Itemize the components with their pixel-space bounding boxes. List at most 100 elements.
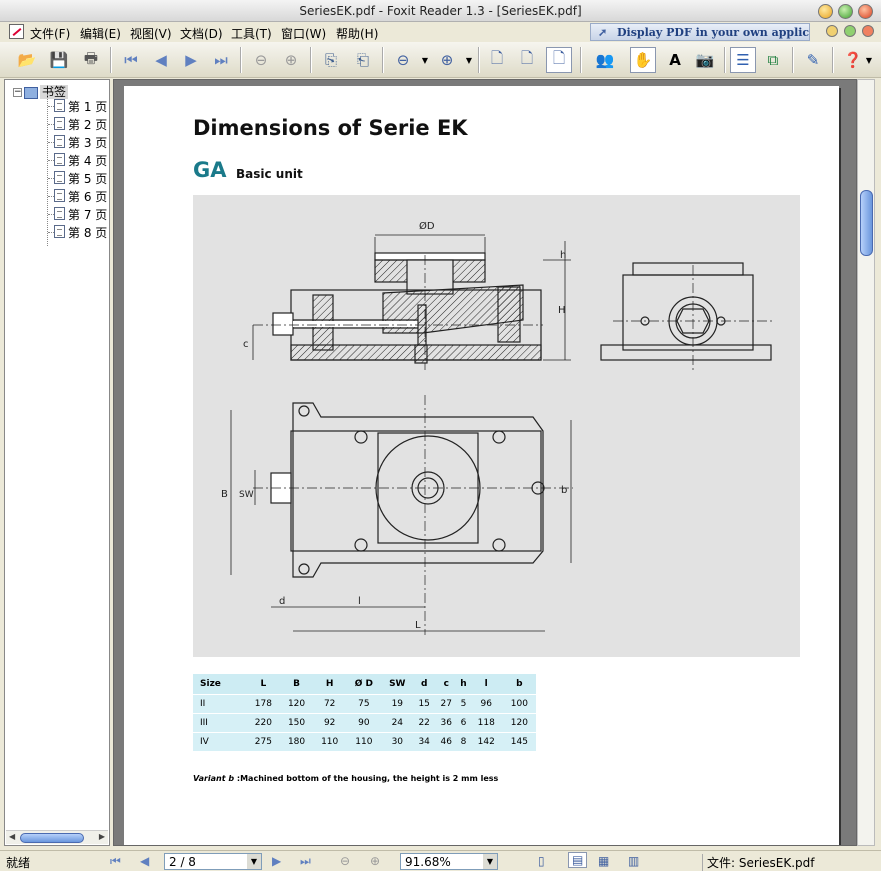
chevron-down-icon[interactable]: ▼ (483, 854, 497, 869)
help-dropdown-icon[interactable]: ▼ (865, 55, 873, 65)
doc-close-button[interactable] (862, 25, 874, 37)
sidebar-horizontal-scrollbar[interactable]: ◀ ▶ (6, 830, 108, 844)
chevron-down-icon[interactable]: ▼ (247, 854, 261, 869)
annotate-icon[interactable]: ✎ (806, 51, 820, 69)
ad-banner[interactable]: ➚Display PDF in your own applications (590, 23, 810, 41)
menu-tools[interactable]: 工具(T) (231, 27, 272, 41)
continuous-page-icon[interactable]: ▤ (568, 852, 588, 868)
title-bar: SeriesEK.pdf - Foxit Reader 1.3 - [Serie… (0, 0, 881, 22)
rotate-left-icon[interactable]: ⎘ (324, 51, 337, 69)
table-cell: 118 (469, 712, 503, 732)
table-cell: 36 (435, 712, 458, 732)
open-icon[interactable]: 📂 (17, 51, 37, 69)
fit-width-icon[interactable]: 🗋 (546, 47, 572, 73)
facing-pages-icon[interactable]: ▦ (598, 854, 610, 868)
bookmark-book-icon (24, 86, 38, 99)
table-cell: 92 (313, 712, 347, 732)
bookmark-item-label: 第 2 页 (68, 118, 108, 132)
scroll-right-icon[interactable]: ▶ (98, 832, 105, 841)
app-icon[interactable] (9, 24, 24, 39)
close-button[interactable] (858, 4, 873, 19)
pdf-page: Dimensions of Serie EK GA Basic unit (124, 86, 839, 845)
document-view[interactable]: Dimensions of Serie EK GA Basic unit (113, 79, 857, 846)
forward-icon[interactable]: ⊕ (284, 51, 298, 69)
back-icon[interactable]: ⊖ (340, 854, 351, 868)
table-cell: 120 (279, 693, 314, 713)
label-h: h (560, 250, 566, 261)
page-title: Dimensions of Serie EK (193, 116, 468, 140)
page-icon (54, 225, 65, 238)
page-icon (54, 207, 65, 220)
select-text-icon[interactable]: A (669, 51, 681, 69)
bookmark-root[interactable]: −书签 (13, 83, 69, 100)
rotate-right-icon[interactable]: ⎗ (356, 51, 369, 69)
continuous-facing-icon[interactable]: ▥ (628, 854, 640, 868)
status-file-name: 文件: SeriesEK.pdf (702, 854, 815, 871)
scroll-left-icon[interactable]: ◀ (9, 832, 16, 841)
menu-window[interactable]: 窗口(W) (281, 27, 327, 41)
bookmark-item-label: 第 6 页 (68, 190, 108, 204)
page-icon (54, 153, 65, 166)
variant-note: Variant b :Machined bottom of the housin… (193, 774, 498, 783)
menu-document[interactable]: 文档(D) (180, 27, 223, 41)
col-c: c (435, 674, 458, 694)
zoom-out-dropdown-icon[interactable]: ▼ (421, 55, 429, 65)
page-icon (54, 135, 65, 148)
last-page-icon[interactable]: ⏭ (300, 854, 311, 868)
table-cell: 110 (313, 731, 347, 751)
variant-text: :Machined bottom of the housing, the hei… (236, 774, 499, 783)
maximize-button[interactable] (838, 4, 853, 19)
doc-minimize-button[interactable] (826, 25, 838, 37)
menu-file[interactable]: 文件(F) (30, 27, 71, 41)
prev-page-icon[interactable]: ◀ (155, 51, 167, 69)
thumbnail-icon[interactable]: ⧉ (767, 51, 779, 69)
save-icon[interactable]: 💾 (49, 51, 69, 69)
table-cell: 110 (346, 731, 382, 751)
label-l: l (358, 596, 361, 607)
bookmarks-icon[interactable]: ☰ (730, 47, 756, 73)
zoom-out-icon[interactable]: ⊖ (396, 51, 410, 69)
first-page-icon[interactable]: ⏮ (110, 854, 121, 868)
menu-help[interactable]: 帮助(H) (336, 27, 379, 41)
scrollbar-thumb[interactable] (20, 833, 84, 843)
col-h: h (457, 674, 470, 694)
page-number-input[interactable]: 2 / 8▼ (164, 853, 262, 870)
scrollbar-thumb[interactable] (860, 190, 873, 256)
table-cell: 30 (381, 731, 414, 751)
zoom-in-icon[interactable]: ⊕ (440, 51, 454, 69)
table-cell: 120 (502, 712, 536, 732)
label-od: ØD (419, 220, 435, 232)
hand-icon[interactable]: ✋ (630, 47, 656, 73)
doc-restore-button[interactable] (844, 25, 856, 37)
menu-view[interactable]: 视图(V) (130, 27, 172, 41)
prev-page-icon[interactable]: ◀ (140, 854, 150, 868)
minimize-button[interactable] (818, 4, 833, 19)
fit-page-icon[interactable]: 🗋 (520, 48, 534, 67)
actual-size-icon[interactable]: 🗋 (490, 48, 504, 67)
last-page-icon[interactable]: ⏭ (214, 51, 228, 69)
print-icon[interactable]: 🖶 (83, 48, 99, 67)
variant-label: Variant b (193, 774, 235, 783)
page-icon (54, 171, 65, 184)
menu-edit[interactable]: 编辑(E) (80, 27, 121, 41)
first-page-icon[interactable]: ⏮ (124, 51, 138, 69)
col-L: L (246, 674, 280, 694)
zoom-input[interactable]: 91.68%▼ (400, 853, 498, 870)
bookmark-item-label: 第 3 页 (68, 136, 108, 150)
status-ready: 就绪 (6, 856, 31, 870)
next-page-icon[interactable]: ▶ (272, 854, 282, 868)
forward-icon[interactable]: ⊕ (370, 854, 381, 868)
next-page-icon[interactable]: ▶ (185, 51, 197, 69)
table-cell: 75 (346, 693, 382, 713)
find-icon[interactable]: 👥 (595, 51, 615, 69)
table-cell: 24 (381, 712, 414, 732)
collapse-icon[interactable]: − (13, 87, 22, 97)
zoom-in-dropdown-icon[interactable]: ▼ (465, 55, 473, 65)
help-icon[interactable]: ❓ (843, 51, 863, 69)
snapshot-icon[interactable]: 📷 (695, 51, 715, 69)
single-page-icon[interactable]: ▯ (538, 854, 545, 868)
document-vertical-scrollbar[interactable] (857, 79, 875, 846)
back-icon[interactable]: ⊖ (254, 51, 268, 69)
